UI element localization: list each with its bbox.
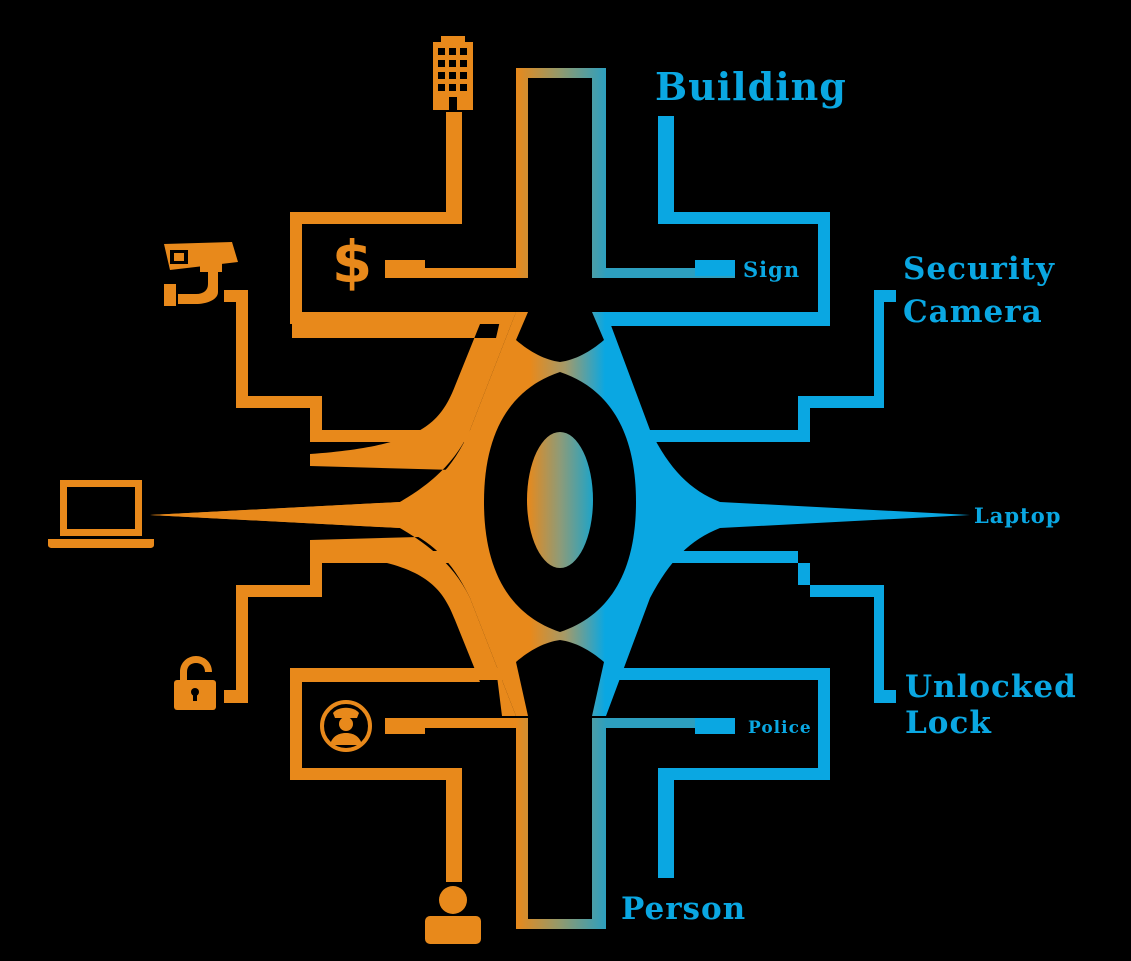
label-laptop: Laptop — [974, 503, 1061, 528]
central-eye — [150, 68, 970, 929]
label-sign: Sign — [743, 257, 800, 282]
label-person: Person — [621, 891, 746, 927]
person-icon — [425, 886, 481, 944]
police-icon — [320, 700, 372, 752]
label-police: Police — [748, 718, 812, 738]
left-traces — [224, 112, 516, 882]
eye-channel-top — [516, 278, 604, 362]
eye-pupil — [527, 432, 593, 568]
eye-channel-bottom — [516, 640, 604, 718]
label-building: Building — [655, 64, 847, 109]
unlocked-lock-icon — [174, 656, 216, 710]
laptop-icon — [48, 480, 154, 548]
security-camera-icon — [164, 242, 238, 306]
building-icon — [433, 36, 473, 110]
label-security-camera-line2: Camera — [903, 294, 1043, 330]
label-security-camera-line1: Security — [903, 251, 1055, 287]
dollar-icon: $ — [332, 228, 372, 296]
svg-text:$: $ — [332, 228, 372, 296]
right-traces — [604, 116, 896, 878]
label-unlocked-lock-line1: Unlocked — [905, 669, 1077, 705]
label-unlocked-lock-line2: Lock — [905, 705, 992, 741]
